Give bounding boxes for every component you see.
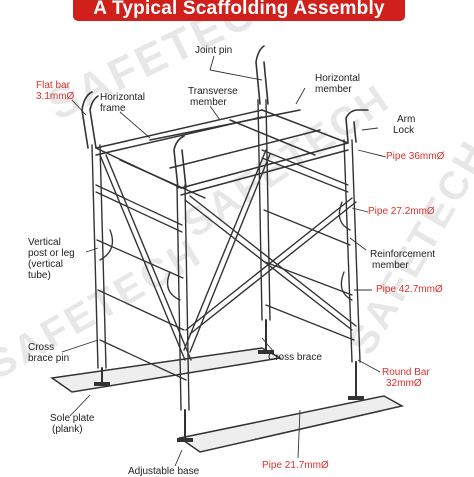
left-frame-rungs [95, 184, 187, 381]
title-banner: A Typical Scaffolding Assembly [73, 0, 405, 21]
label-round-bar-1: Round Bar [382, 367, 430, 378]
label-cross-brace: Cross brace [268, 352, 322, 363]
base-plates [94, 350, 364, 442]
label-vertical-post-1: Vertical [28, 237, 61, 248]
label-flat-bar-2: 3.1mmØ [36, 91, 75, 102]
right-frame-rungs [261, 149, 355, 341]
label-horizontal-member-1: Horizontal [315, 73, 361, 84]
top-frame [95, 109, 349, 199]
label-pipe-27: Pipe 27.2mmØ [368, 206, 435, 217]
cross-braces [99, 149, 357, 361]
label-sole-plate-1: Sole plate [50, 413, 95, 424]
reinforcement-members [99, 201, 353, 301]
label-vertical-post-4: tube) [28, 270, 51, 281]
label-arm-lock-1: Arm [397, 114, 416, 125]
label-reinforcement-2: member [372, 260, 409, 271]
leader-lines [61, 55, 387, 467]
label-horizontal-member-2: member [315, 84, 352, 95]
label-arm-lock-2: Lock [393, 125, 415, 136]
label-transverse-member-1: Transverse [188, 86, 238, 97]
sole-plate-right [178, 395, 405, 453]
joint-pins [81, 45, 369, 189]
label-sole-plate-2: (plank) [52, 424, 83, 435]
label-cross-brace-pin-2: brace pin [28, 353, 70, 364]
label-transverse-member-2: member [190, 97, 227, 108]
page-title: A Typical Scaffolding Assembly [93, 0, 385, 19]
label-joint-pin: Joint pin [195, 45, 233, 56]
label-horizontal-frame-1: Horizontal [100, 92, 146, 103]
label-vertical-post-2: post or leg [28, 248, 75, 259]
label-round-bar-2: 32mmØ [386, 378, 422, 389]
label-adjustable-base: Adjustable base [128, 466, 200, 477]
label-flat-bar-1: Flat bar [36, 80, 70, 91]
label-reinforcement-1: Reinforcement [370, 249, 436, 260]
label-cross-brace-pin-1: Cross [28, 342, 55, 353]
adjustable-bases [101, 319, 357, 441]
label-horizontal-frame-2: frame [100, 103, 126, 114]
label-pipe-42: Pipe 42.7mmØ [376, 284, 443, 295]
label-pipe-36: Pipe 36mmØ [386, 151, 445, 162]
label-vertical-post-3: (vertical [28, 259, 64, 270]
label-pipe-21: Pipe 21.7mmØ [262, 460, 329, 471]
